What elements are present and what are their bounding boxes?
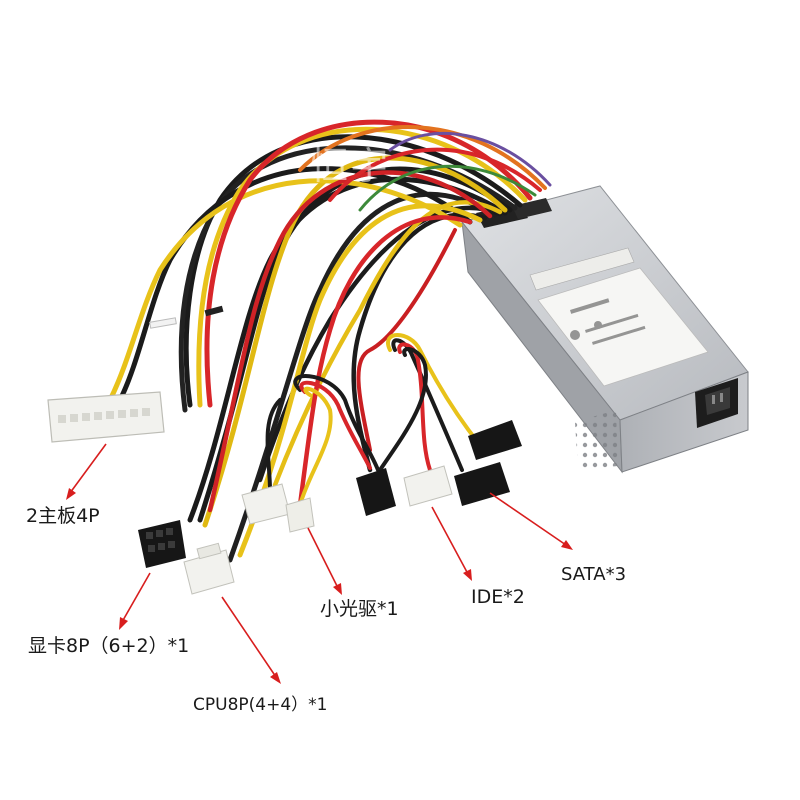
label-ide: IDE*2	[471, 586, 525, 608]
power-supply-unit	[461, 185, 749, 474]
label-cpu: CPU8P(4+4）*1	[193, 695, 328, 715]
callout-arrows	[66, 443, 573, 684]
pcie-8pin-connector	[138, 520, 186, 568]
arrow-gpu	[119, 572, 151, 630]
sata-power-connector	[356, 420, 522, 516]
label-sata: SATA*3	[561, 564, 627, 585]
floppy-4pin-connector	[241, 483, 315, 533]
arrow-cpu	[221, 596, 281, 684]
arrow-ide	[431, 506, 472, 581]
cable-bundle	[107, 119, 552, 563]
atx-24pin-connector	[47, 391, 165, 443]
arrow-odd	[307, 527, 342, 595]
label-gpu: 显卡8P（6+2）*1	[28, 635, 190, 657]
molex-ide-connector	[403, 465, 453, 507]
cpu-8pin-connector	[183, 542, 235, 595]
watermark: 恒宇	[310, 144, 391, 188]
ac-inlet-icon	[695, 378, 738, 428]
arrow-motherboard	[66, 443, 107, 500]
arrow-sata	[489, 492, 573, 550]
label-optical-drive: 小光驱*1	[320, 598, 399, 620]
label-motherboard: 2主板4P	[26, 505, 100, 527]
